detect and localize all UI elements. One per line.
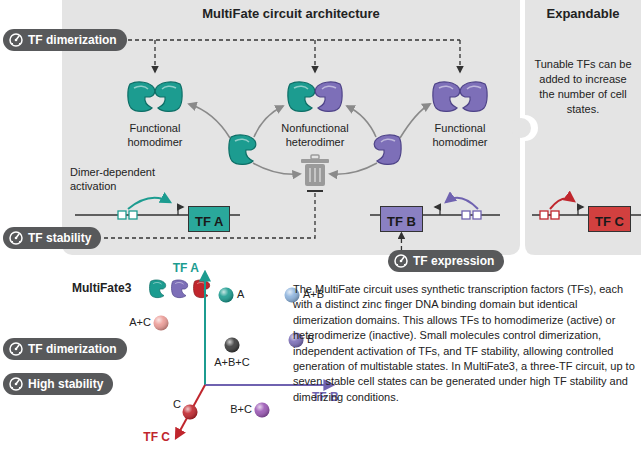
control-pill: TF dimerization <box>3 338 127 360</box>
state-label: A+C <box>129 316 151 330</box>
axis-label: TF A <box>173 261 199 276</box>
homodimer <box>433 82 487 111</box>
dial-icon <box>10 343 22 355</box>
circuit-name: MultiFate3 <box>72 281 131 296</box>
gene-box: TF B <box>380 206 423 232</box>
control-pill: TF stability <box>3 227 101 249</box>
monomer <box>374 135 401 164</box>
homodimer <box>128 82 182 111</box>
control-pill: High stability <box>3 373 113 395</box>
annotation: Dimer-dependent activation <box>70 166 182 194</box>
gene-box: TF A <box>188 206 230 232</box>
dial-icon <box>10 34 22 46</box>
control-pill: TF dimerization <box>3 29 127 51</box>
dial-icon <box>8 341 24 357</box>
state-points <box>154 288 304 420</box>
binding-arrow <box>189 104 430 174</box>
control-pill: TF expression <box>388 250 504 272</box>
dial-icon <box>8 230 24 246</box>
description: The MultiFate circuit uses synthetic tra… <box>293 282 635 405</box>
node-title: Expandable <box>525 6 641 21</box>
dial-icon <box>395 255 407 267</box>
node-title: TF C <box>595 215 624 229</box>
dial-icon <box>10 378 22 390</box>
panel-ground <box>525 0 641 255</box>
state-label: A+B+C <box>214 356 249 370</box>
node-title: MultiFate circuit architecture <box>62 6 520 21</box>
state-label: A <box>237 288 244 302</box>
dial-icon <box>8 376 24 392</box>
node-body: Tunable TFs can be added to increase the… <box>533 57 633 116</box>
trash-can <box>301 155 329 186</box>
state-label: C <box>173 398 181 412</box>
state-label: B+C <box>230 403 252 417</box>
gene-box: TF C <box>588 206 631 232</box>
heterodimer <box>288 82 342 111</box>
monomer <box>229 135 256 164</box>
node-title: High stability <box>28 377 103 391</box>
node-title: TF B <box>387 215 416 229</box>
axis-label: TF C <box>143 430 170 445</box>
protein-label: Functional homodimer <box>113 122 197 150</box>
control-arrow <box>401 233 402 250</box>
protein-label: Functional homodimer <box>418 122 502 150</box>
node-title: TF expression <box>413 254 494 268</box>
node-title: TF dimerization <box>28 33 117 47</box>
dial-icon <box>8 32 24 48</box>
node-title: TF stability <box>28 231 91 245</box>
control-line <box>100 40 460 72</box>
panel-ground <box>62 0 520 255</box>
dial-icon <box>10 232 22 244</box>
node-title: TF A <box>195 215 223 229</box>
dial-icon <box>393 253 409 269</box>
protein-label: Nonfunctional heterodimer <box>268 122 362 150</box>
puzzle-tab <box>511 118 531 138</box>
tf-icons <box>150 280 210 298</box>
inhibition-line <box>90 191 323 238</box>
node-title: TF dimerization <box>28 342 117 356</box>
panel: TF C ExpandableTunable TFs can be added t… <box>525 0 641 255</box>
